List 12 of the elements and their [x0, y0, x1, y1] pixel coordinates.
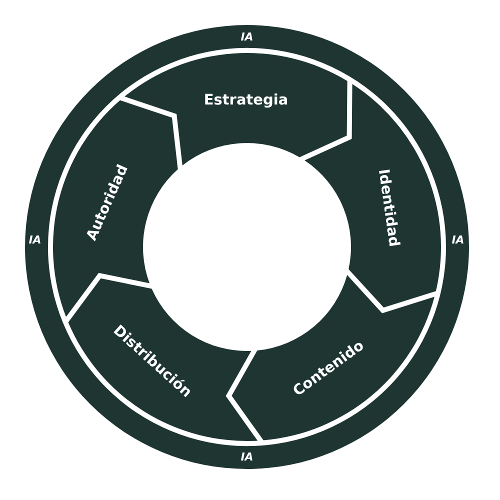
cycle-segment [68, 278, 258, 441]
segment-label: Estrategia [204, 92, 288, 110]
ring-label: IA [28, 234, 42, 248]
segment-label: Identidad [374, 168, 402, 248]
cycle-segment [304, 84, 441, 308]
ring-label: IA [452, 234, 464, 248]
cycle-segment [124, 53, 348, 166]
ring-label: IA [240, 452, 254, 464]
cycle-segment [231, 275, 435, 441]
ring-label: IA [240, 32, 254, 44]
outer-ring [25, 25, 469, 469]
cycle-segment [53, 100, 178, 317]
